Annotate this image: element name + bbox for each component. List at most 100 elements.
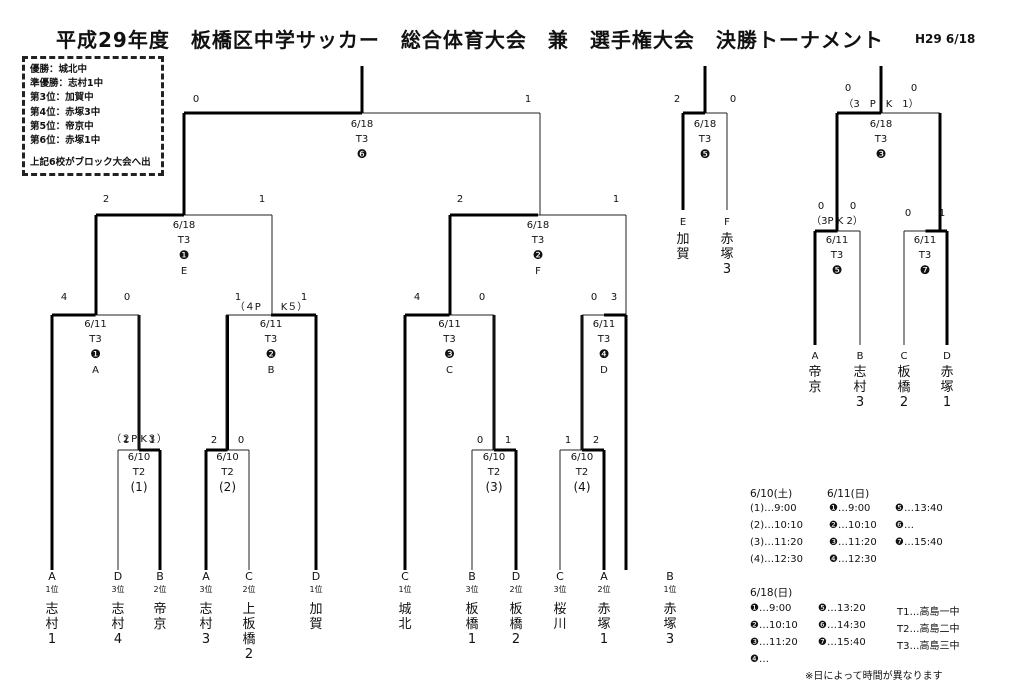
match-third-date: 6/18 <box>694 119 716 130</box>
match-sf-1-venue: T3 <box>177 235 190 246</box>
match-r1-1-score-right: 1 <box>149 435 155 446</box>
team-slot: D <box>512 570 520 583</box>
team-name: 板 <box>509 602 522 617</box>
match-qf-3-slot: C <box>446 365 453 376</box>
third-team-left-name: 賀 <box>676 247 689 262</box>
match-qf-4-venue: T3 <box>597 334 610 345</box>
team-name: 加 <box>309 602 322 617</box>
team-name: 塚 <box>597 617 610 632</box>
team-rank: 3位 <box>553 584 566 594</box>
match-r1-3-score-left: 0 <box>477 435 483 446</box>
team-slot: A <box>48 570 56 583</box>
match-r1-2-venue: T2 <box>220 467 233 478</box>
team-rank: 1位 <box>45 584 58 594</box>
rep-team-name: 2 <box>900 395 908 410</box>
match-qf-2-slot: B <box>268 365 275 376</box>
match-rep-2-score-left: 0 <box>905 208 911 219</box>
standing-6: 第6位：赤塚1中 <box>30 135 101 147</box>
team-name: 上 <box>242 602 255 617</box>
team-slot: C <box>245 570 253 583</box>
team-slot: B <box>156 570 164 583</box>
team-rank: 1位 <box>663 584 676 594</box>
match-rep-3-pk: （3 P K 1） <box>843 98 918 110</box>
standing-1: 優勝：城北中 <box>30 64 88 75</box>
team-slot: B <box>468 570 476 583</box>
match-qf-4-slot: D <box>600 365 608 376</box>
rep-team-name: 塚 <box>940 380 953 395</box>
team-name: 1 <box>600 632 608 647</box>
match-r1-4-score-left: 1 <box>565 435 571 446</box>
match-r1-1-number: (1) <box>131 480 148 494</box>
third-team-left-slot: E <box>680 217 686 228</box>
team-name: 桜 <box>553 602 566 617</box>
match-qf-2-venue: T3 <box>264 334 277 345</box>
standing-2: 準優勝：志村1中 <box>30 78 104 90</box>
match-qf-2-score-left: 1 <box>235 292 241 303</box>
match-sf-1-date: 6/18 <box>173 220 195 231</box>
match-r1-2-score-left: 2 <box>211 435 217 446</box>
match-rep-1-venue: T3 <box>830 250 843 261</box>
team-name: 村 <box>111 617 124 632</box>
match-qf-3-score-right: 0 <box>479 292 485 303</box>
rep-team-slot: C <box>901 351 908 362</box>
match-r1-3-number: (3) <box>486 480 503 494</box>
rep-team-name: 赤 <box>940 365 953 380</box>
match-third-venue: T3 <box>698 134 711 145</box>
team-rank: 3位 <box>199 584 212 594</box>
match-final-number: ❻ <box>357 147 368 161</box>
match-rep-2-score-right: 1 <box>939 208 945 219</box>
match-qf-4-date: 6/11 <box>593 319 615 330</box>
team-name: 1 <box>48 632 56 647</box>
third-team-right-name: 塚 <box>720 247 733 262</box>
rep-team-slot: B <box>857 351 864 362</box>
match-final-score-left: 0 <box>193 94 199 105</box>
standings-note: 上記6校がブロック大会へ出 <box>30 157 151 169</box>
match-r1-2-score-right: 0 <box>238 435 244 446</box>
match-third-number: ❺ <box>700 147 711 161</box>
match-final-date: 6/18 <box>351 119 373 130</box>
match-rep-2-date: 6/11 <box>914 235 936 246</box>
match-qf-1-score-right: 0 <box>124 292 130 303</box>
match-rep-1-score-right: 0 <box>850 201 856 212</box>
match-qf-4-score-right: 3 <box>611 292 617 303</box>
team-slot: C <box>401 570 409 583</box>
team-name: 板 <box>465 602 478 617</box>
team-slot: D <box>114 570 122 583</box>
team-rank: 2位 <box>509 584 522 594</box>
page-date: H29 6/18 <box>915 32 976 46</box>
team-rank: 1位 <box>398 584 411 594</box>
match-sf-2-venue: T3 <box>531 235 544 246</box>
match-qf-1-venue: T3 <box>88 334 101 345</box>
team-name: 志 <box>45 602 58 617</box>
final-standings-box: 優勝：城北中 準優勝：志村1中 第3位：加賀中 第4位：赤塚3中 第5位：帝京中… <box>22 56 164 176</box>
team-name: 2 <box>245 647 253 662</box>
match-r1-4-number: (4) <box>574 480 591 494</box>
team-name: 板 <box>242 617 255 632</box>
rep-team-name: 帝 <box>808 364 821 380</box>
team-name: 京 <box>153 617 166 632</box>
match-qf-3-number: ❸ <box>444 347 455 361</box>
match-qf-1-date: 6/11 <box>84 319 106 330</box>
match-sf-1-score-left: 2 <box>103 194 109 205</box>
match-qf-2-score-right: 1 <box>301 292 307 303</box>
match-qf-4-number: ❹ <box>599 347 610 361</box>
rep-team-name: 志 <box>853 365 866 380</box>
team-slot: D <box>312 570 320 583</box>
team-name: 3 <box>202 632 210 647</box>
match-qf-3-date: 6/11 <box>438 319 460 330</box>
match-rep-1-number: ❺ <box>832 263 843 277</box>
match-rep-3-score-left: 0 <box>845 83 851 94</box>
match-r1-4-score-right: 2 <box>593 435 599 446</box>
rep-team-name: 1 <box>943 395 951 410</box>
rep-team-name: 板 <box>897 365 910 380</box>
match-rep-3-number: ❸ <box>876 147 887 161</box>
match-final-venue: T3 <box>355 134 368 145</box>
team-rank: 2位 <box>242 584 255 594</box>
match-rep-1-date: 6/11 <box>826 235 848 246</box>
rep-team-name: 3 <box>856 395 864 410</box>
match-r1-2-number: (2) <box>219 480 236 494</box>
team-name: 川 <box>553 617 566 632</box>
third-team-left-name: 加 <box>676 232 689 247</box>
match-qf-2-number: ❷ <box>266 347 277 361</box>
